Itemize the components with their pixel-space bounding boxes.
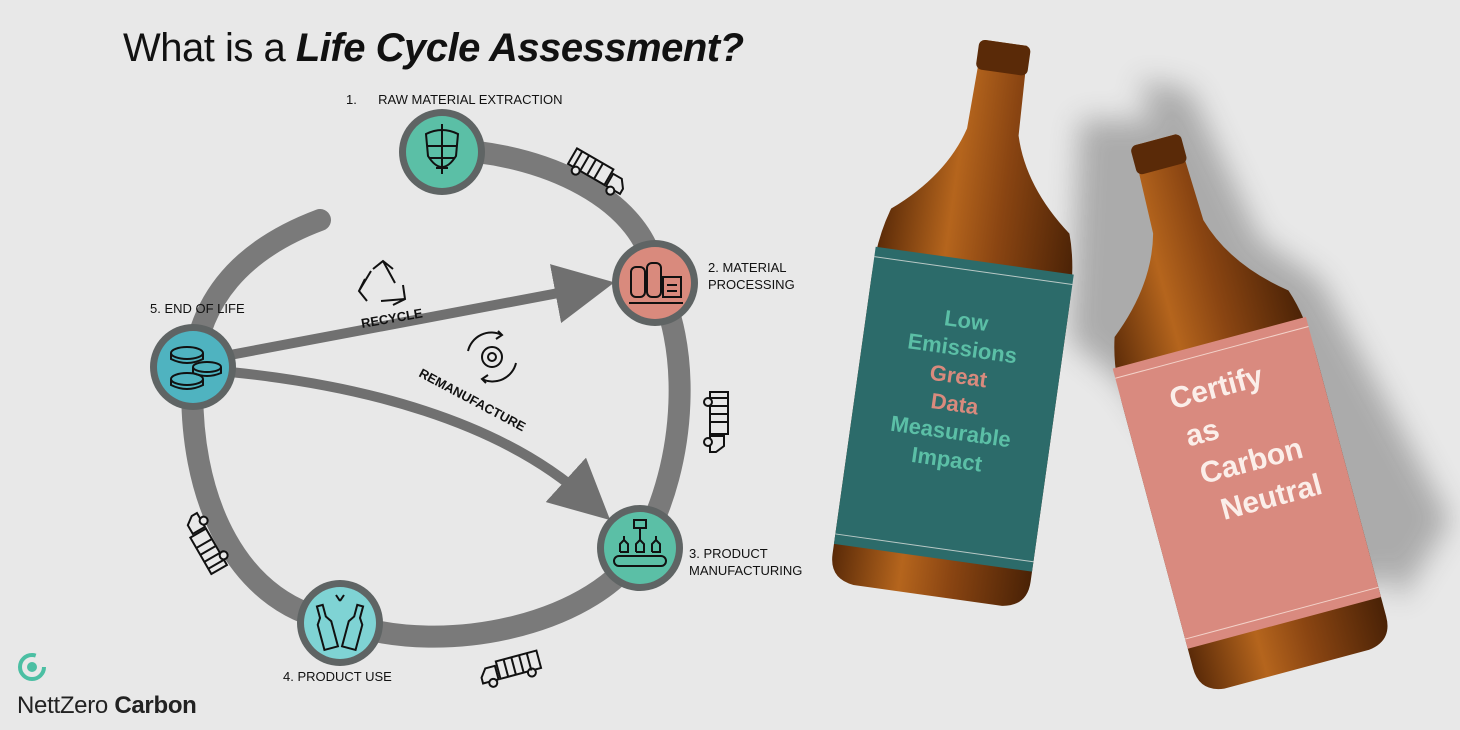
bottle-left-line: Low [943,305,991,336]
stage-processing-line1: 2. MATERIAL [708,260,787,275]
brand-name-bold: Carbon [114,692,197,719]
recycle-icon [357,259,407,306]
stage-raw-material-node [399,109,485,195]
brand-name: NettZero Carbon [17,692,197,720]
stage-end-label: 5. END OF LIFE [150,301,245,316]
stage-use-label: 4. PRODUCT USE [283,669,392,684]
stage-end-of-life-node [150,324,236,410]
brand-logo-icon [18,653,46,681]
recycle-arrow [229,264,615,360]
truck-icon [703,391,729,453]
hops-icon [424,124,460,174]
stage-manufacturing-line2: MANUFACTURING [689,563,803,578]
gear-cycle-icon [467,330,517,384]
stage-use-node [297,580,383,666]
stage-manufacturing-label: 3. PRODUCT MANUFACTURING [689,545,802,579]
title-prefix: What is a [123,26,296,70]
stage-raw-label: 1. RAW MATERIAL EXTRACTION [346,91,563,108]
stage-raw-number: 1. [346,92,357,107]
stage-raw-text: RAW MATERIAL EXTRACTION [378,92,563,107]
truck-icon [186,511,229,576]
bottle-caps-icon [170,346,222,390]
title-emphasis: Life Cycle Assessment? [295,26,744,70]
brand-name-regular: NettZero [17,692,108,719]
conveyor-icon [613,519,667,567]
page-title: What is a Life Cycle Assessment? [123,26,744,71]
stage-processing-line2: PROCESSING [708,277,795,292]
factory-icon [629,262,683,304]
remanufacture-arrow [229,367,611,521]
bottle-left [832,39,1074,606]
stage-processing-label: 2. MATERIAL PROCESSING [708,259,795,293]
beer-bottles-icon [315,594,365,652]
truck-icon [566,146,625,196]
truck-icon [480,649,543,688]
stage-processing-node [612,240,698,326]
stage-manufacturing-node [597,505,683,591]
bottle-right [1112,134,1388,690]
stage-manufacturing-line1: 3. PRODUCT [689,546,768,561]
